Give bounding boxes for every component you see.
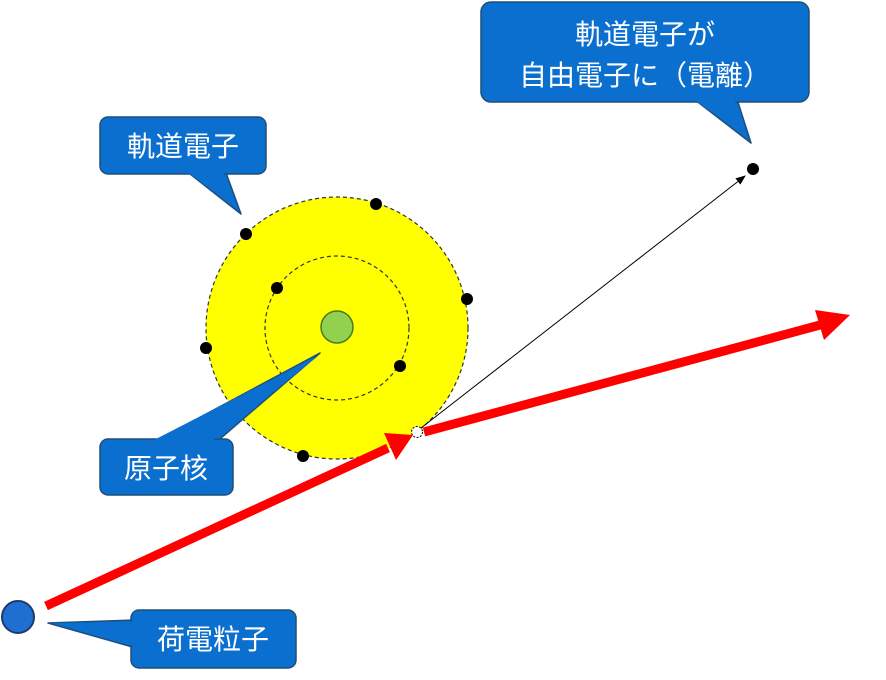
callout-charged-particle-text: 荷電粒子 [157, 623, 269, 656]
atom-inner-orbit [264, 255, 410, 401]
electron [370, 198, 382, 210]
callout-nucleus-text: 原子核 [124, 452, 208, 485]
callout-ionization-text-line1: 軌道電子が [575, 18, 715, 51]
callout-ionization-text-line2: 自由電子に（電離） [519, 59, 771, 92]
orbital-electrons [200, 198, 473, 462]
particle-arrowhead-incoming [384, 433, 413, 460]
electron [461, 293, 473, 305]
electron [297, 450, 309, 462]
callout-ionization: 軌道電子が 自由電子に（電離） [480, 1, 810, 144]
charged-particle [1, 600, 35, 634]
ejected-electron-path [420, 175, 746, 429]
electron [271, 282, 283, 294]
callout-orbital-electron-text: 軌道電子 [127, 130, 239, 163]
electron [240, 228, 252, 240]
nucleus [320, 310, 354, 344]
particle-arrowhead-outgoing [815, 310, 850, 340]
electron [200, 342, 212, 354]
electron [394, 360, 406, 372]
particle-path-incoming [44, 443, 390, 611]
vacated-electron-position [411, 426, 423, 438]
free-electron [747, 163, 759, 175]
callout-orbital-electron: 軌道電子 [99, 116, 267, 215]
particle-path-outgoing [422, 320, 822, 437]
callout-charged-particle: 荷電粒子 [47, 609, 297, 669]
callout-nucleus: 原子核 [99, 352, 321, 496]
